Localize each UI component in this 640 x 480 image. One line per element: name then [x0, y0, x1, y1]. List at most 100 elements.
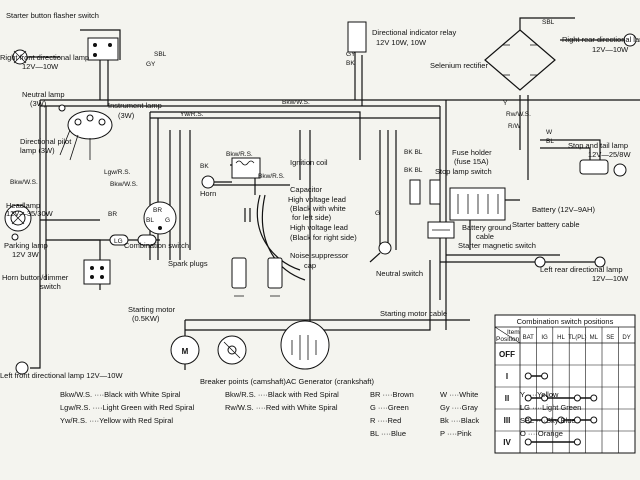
- wire-label-bkws-top: Bkw/W.S.: [282, 99, 310, 106]
- wire-label-gy: GY: [146, 61, 156, 68]
- legend-entry: Bkw/W.S. ····Black with White Spiral: [60, 390, 181, 399]
- wire-label-w: W: [546, 129, 553, 136]
- stop-tail-lamp-icon: [579, 159, 627, 177]
- wire-label-y: Y: [503, 100, 508, 107]
- wire-label-br: BR: [108, 211, 117, 218]
- legend-entry: Bk ····Black: [440, 416, 479, 425]
- label-ground-cable-2: cable: [476, 232, 494, 241]
- label-relay: Directional indicator relay: [372, 28, 456, 37]
- starter-magnetic-switch-icon: [427, 221, 455, 239]
- neutral-switch-icon: [369, 241, 392, 263]
- label-left-rear-lamp: Left rear directional lamp: [540, 265, 623, 274]
- combo-col-6: DY: [622, 335, 630, 341]
- combo-col-5: SE: [606, 335, 614, 341]
- legend-entry: BL ····Blue: [370, 429, 406, 438]
- wire-label-rw: R/W: [508, 123, 522, 130]
- label-right-front-lamp: Right front directional lamp: [0, 53, 89, 62]
- label-starter-button: Starter button flasher switch: [6, 11, 99, 20]
- legend-entry: SBL ····Sky Blue: [520, 416, 576, 425]
- label-instrument-spec: (3W): [118, 111, 135, 120]
- motor-symbol: M: [182, 347, 189, 356]
- wire-label-sbl: SBL: [154, 51, 167, 58]
- label-hv-left-2: (Black with white: [290, 204, 346, 213]
- legend-entry: Lgw/R.S. ····Light Green with Red Spiral: [60, 403, 195, 412]
- label-right-rear-lamp: Right rear directional lamp: [562, 35, 640, 44]
- label-battery: Battery (12V–9AH): [532, 205, 595, 214]
- combo-contact: [557, 416, 565, 424]
- wire-label-bkws-left: Bkw/W.S.: [10, 179, 38, 186]
- label-left-rear-spec: 12V—10W: [592, 274, 629, 283]
- label-stop-tail-spec: 12V—25/8W: [588, 150, 631, 159]
- legend-entry: O ····Orange: [520, 429, 563, 438]
- combo-contact: [573, 438, 581, 446]
- lg-connectors: [109, 234, 157, 246]
- label-instrument-lamp: Instrument lamp: [108, 101, 162, 110]
- label-hv-right-1: High voltage lead: [290, 223, 348, 232]
- legend-entry: Bkw/R.S. ····Black with Red Spiral: [225, 390, 339, 399]
- label-hv-left-3: for left side): [292, 213, 332, 222]
- wire-label-lg: LG: [114, 238, 123, 245]
- left-front-lamp-icon: [15, 361, 29, 375]
- parking-lamp-icon: [11, 233, 19, 241]
- label-headlamp: Headlamp: [6, 201, 40, 210]
- wire-label-sbl2: SBL: [542, 19, 555, 26]
- label-horn: Horn: [200, 189, 216, 198]
- relay-icon: [347, 21, 367, 53]
- wire-label-bl: BL: [546, 138, 554, 145]
- dimmer-switch-icon: [83, 259, 111, 285]
- combination-switch-icon: BR BL G: [143, 201, 177, 235]
- label-ground-cable-1: Battery ground: [462, 223, 511, 232]
- label-neutral-switch: Neutral switch: [376, 269, 423, 278]
- headlamp-icon: [4, 204, 32, 232]
- label-capacitor: Capacitor: [290, 185, 323, 194]
- label-noise-suppressor-2: cap: [304, 261, 316, 270]
- legend-entry: Yw/R.S. ····Yellow with Red Spiral: [60, 416, 173, 425]
- legend-entry: R ····Red: [370, 416, 401, 425]
- legend-entry: P ····Pink: [440, 429, 472, 438]
- combo-contact: [541, 416, 549, 424]
- ignition-coil-icon: [231, 157, 261, 179]
- wire-label-bkrs: Bkw/R.S.: [258, 173, 285, 180]
- component-labels: Starter button flasher switch Right fron…: [0, 11, 640, 386]
- combination-switch-table: Combination switch positions Item Positi…: [494, 314, 636, 454]
- label-noise-suppressor-1: Noise suppressor: [290, 251, 349, 260]
- breaker-points-icon: [217, 335, 247, 365]
- wire-label-bk: BK: [346, 60, 355, 67]
- label-stop-lamp-switch: Stop lamp switch: [435, 167, 492, 176]
- label-left-front-lamp: Left front directional lamp 12V—10W: [0, 371, 123, 380]
- wire-label-bkwrs: Bkw/R.S.: [226, 151, 253, 158]
- ac-generator-icon: [280, 320, 330, 370]
- combo-col-4: ML: [590, 335, 599, 341]
- combo-row-0: OFF: [499, 350, 515, 359]
- wire-labels: GY SBL BK GY SBL Bkw/W.S. Yw/R.S. Bkw/W.…: [10, 19, 555, 245]
- svg-text:BR: BR: [153, 207, 162, 214]
- legend-entry: Y ····Yellow: [520, 390, 559, 399]
- combo-contact: [541, 372, 549, 380]
- legend-entry: LG ····Light Green: [520, 403, 581, 412]
- label-neutral-spec: (3W): [30, 99, 47, 108]
- label-parking-spec: 12V 3W: [12, 250, 40, 259]
- svg-text:BL: BL: [146, 217, 154, 224]
- legend-entry: Gy ····Gray: [440, 403, 478, 412]
- neutral-lamp-icon: [58, 104, 66, 112]
- wire-label-gy2: GY: [346, 51, 356, 58]
- horn-icon: [201, 175, 232, 189]
- label-neutral-lamp: Neutral lamp: [22, 90, 65, 99]
- right-front-lamp-icon: [12, 49, 60, 65]
- legend-entry: W ····White: [440, 390, 478, 399]
- label-hv-left-1: High voltage lead: [288, 195, 346, 204]
- wire-label-bk2: BK: [200, 163, 209, 170]
- selenium-rectifier-icon: [484, 17, 575, 91]
- combo-row-2: II: [505, 394, 509, 403]
- combo-row-3: III: [504, 416, 511, 425]
- legend-entry: G ····Green: [370, 403, 409, 412]
- starting-motor-icon: M: [170, 335, 200, 365]
- combo-contact: [573, 416, 581, 424]
- label-starting-motor-spec: (0.5KW): [132, 314, 160, 323]
- wire-label-bkws-mid: Bkw/W.S.: [110, 181, 138, 188]
- capacitor-icon: [244, 208, 251, 222]
